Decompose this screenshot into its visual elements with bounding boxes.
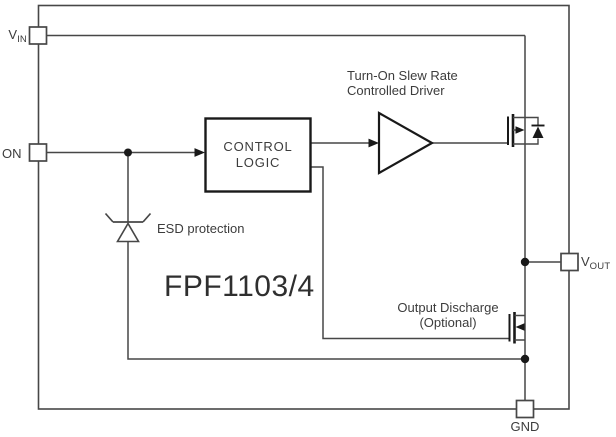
vin-pin-label: VIN: [0, 27, 27, 45]
driver-caption: Turn-On Slew Rate Controlled Driver: [347, 68, 458, 98]
arrowhead-into-driver-icon: [368, 138, 379, 148]
part-number-label: FPF1103/4: [164, 270, 315, 303]
vout-subscript: OUT: [589, 261, 611, 272]
body-diode-triangle-icon: [532, 126, 544, 138]
on-junction-dot: [124, 148, 132, 157]
vin-subscript: IN: [17, 34, 27, 45]
gnd-pin-square: [515, 399, 535, 419]
vout-junction-dot: [520, 257, 530, 267]
esd-branch-to-gnd: [127, 242, 525, 360]
driver-caption-line2: Controlled Driver: [347, 83, 445, 98]
control-logic-label: CONTROL LOGIC: [205, 118, 311, 192]
discharge-caption: Output Discharge (Optional): [380, 300, 516, 330]
vout-pin-square: [560, 252, 579, 272]
arrowhead-into-logic-icon: [194, 148, 205, 157]
signal-arrowheads: [194, 138, 379, 157]
pin-squares: [28, 26, 579, 419]
zener-anode-triangle: [116, 221, 140, 243]
body-arrow-icon: [515, 126, 525, 134]
discharge-caption-line1: Output Discharge: [397, 300, 499, 315]
gnd-junction-dot: [520, 354, 530, 364]
body-arrow-icon: [515, 323, 525, 331]
esd-zener-diode-icon: [104, 212, 152, 243]
gnd-pin-label: GND: [510, 419, 540, 434]
control-logic-line1: CONTROL: [223, 139, 293, 154]
pass-transistor-icon: [507, 114, 545, 147]
chip-boundary: [37, 4, 570, 410]
vout-base: V: [581, 254, 590, 269]
vin-pin-square: [28, 26, 48, 45]
on-pin-square: [28, 143, 48, 162]
discharge-transistor-icon: [508, 312, 525, 344]
control-logic-line2: LOGIC: [235, 155, 281, 170]
wires: [46, 34, 561, 401]
control-logic-block: [204, 117, 312, 193]
on-pin-label: ON: [2, 146, 22, 161]
esd-label: ESD protection: [157, 221, 245, 236]
junction-dots: [124, 148, 530, 364]
driver-buffer-triangle-icon: [377, 111, 435, 175]
driver-caption-line1: Turn-On Slew Rate: [347, 68, 458, 83]
body-diode-loop: [525, 116, 539, 145]
logic-to-discharge-gate-wire: [310, 166, 509, 340]
vout-pin-label: VOUT: [581, 254, 610, 272]
discharge-caption-line2: (Optional): [419, 315, 477, 330]
vin-base: V: [8, 27, 18, 42]
